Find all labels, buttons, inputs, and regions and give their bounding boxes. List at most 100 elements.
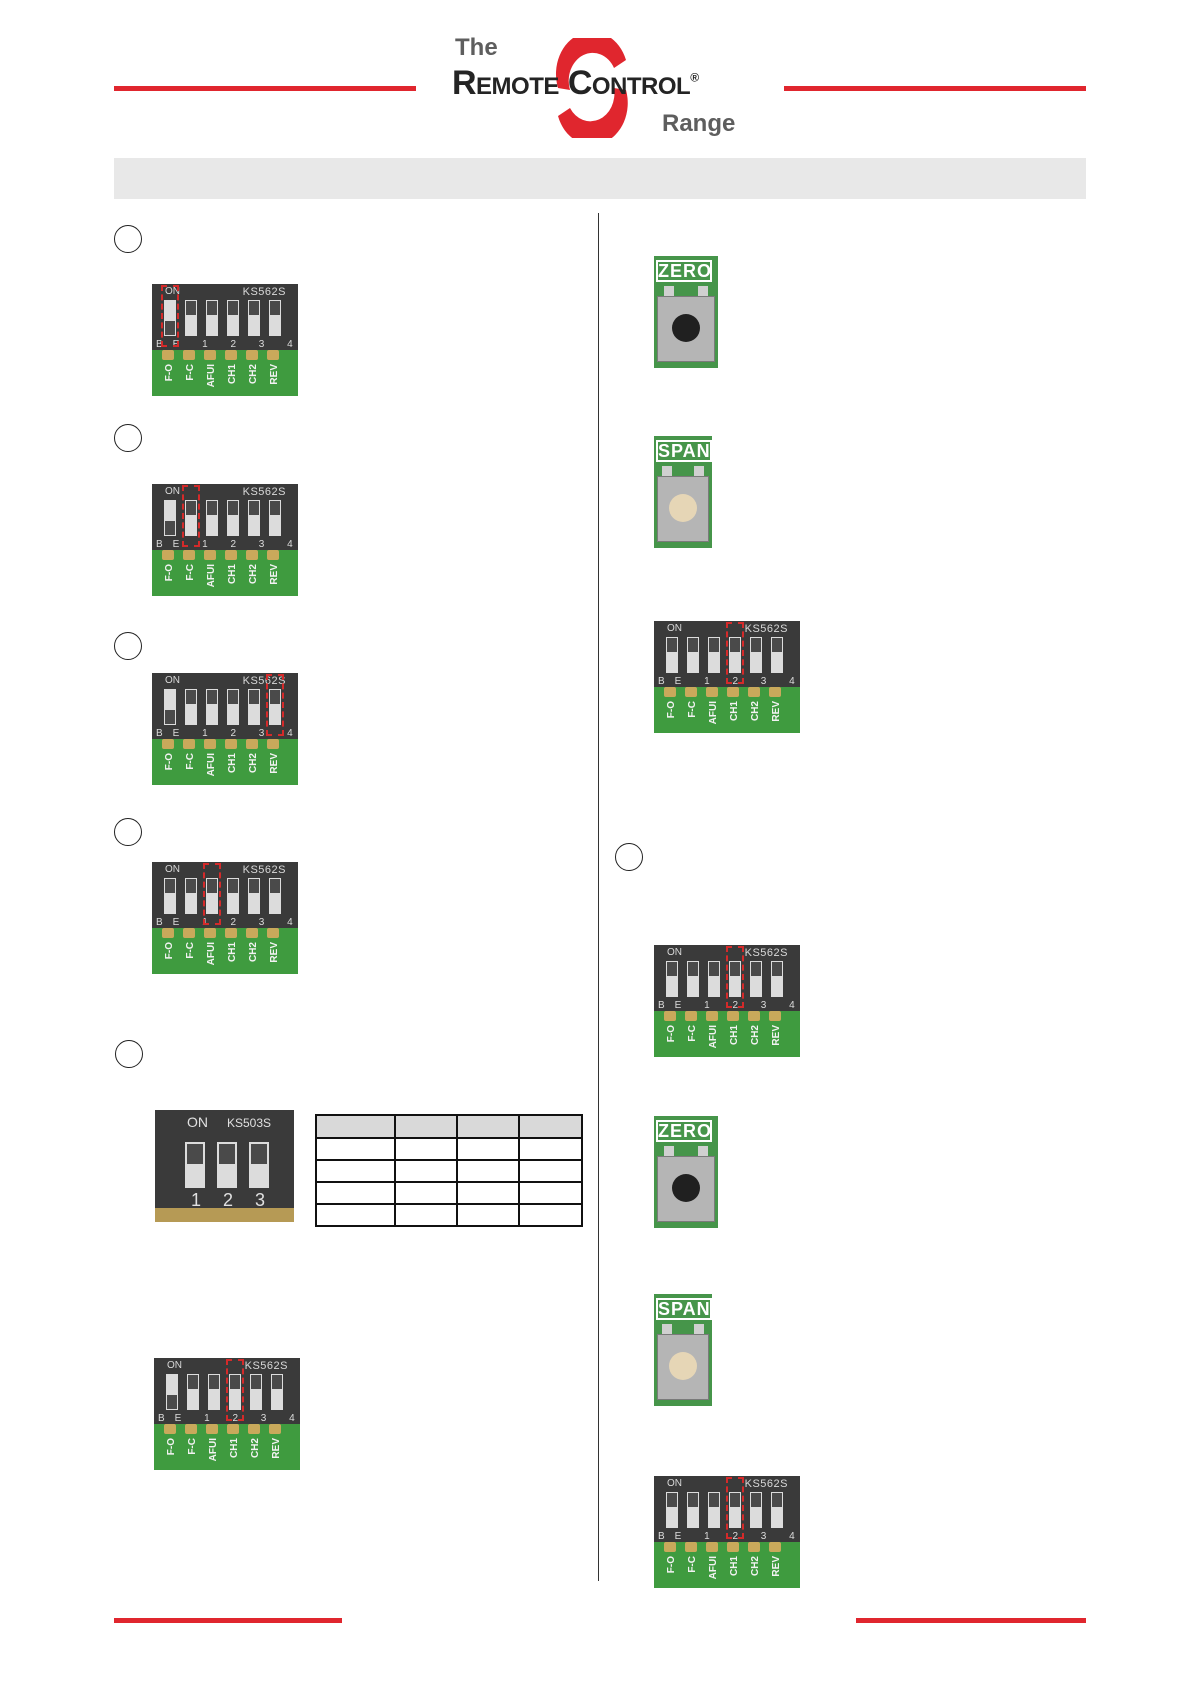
highlight-marker: [203, 863, 221, 925]
dip-lever: [666, 637, 678, 673]
dip-model-label: KS562S: [242, 864, 286, 876]
dip-pin: [685, 687, 697, 697]
dip-lever: [729, 961, 741, 997]
section-title-bar: [114, 158, 1086, 199]
dip-pin: [267, 350, 279, 360]
step-circle-1: [114, 225, 142, 253]
dip-model-label: KS562S: [744, 623, 788, 635]
dip-function-label: F-O: [666, 1025, 677, 1043]
header-rule-right: [784, 86, 1086, 91]
table-row: [315, 1137, 583, 1161]
dip-pin: [664, 1542, 676, 1552]
dip-function-label: CH2: [248, 564, 259, 585]
dip-pin: [183, 739, 195, 749]
dip-pin: [727, 1011, 739, 1021]
dip3-pins: [155, 1208, 294, 1222]
dip-lever: [164, 878, 176, 914]
dip-pin: [769, 1542, 781, 1552]
button-leg: [662, 1324, 672, 1336]
dip-pin: [685, 1542, 697, 1552]
highlight-marker: [726, 946, 744, 1008]
dip-pin: [706, 1011, 718, 1021]
dip-function-label: CH2: [750, 1025, 761, 1046]
button-cap: [672, 1174, 700, 1202]
dip-function-label: F-C: [687, 701, 698, 718]
logo-range: Range: [662, 110, 736, 137]
dip-on-label: ON: [165, 486, 180, 497]
dip-pin: [706, 687, 718, 697]
button-leg: [662, 466, 672, 478]
dip-pin: [727, 687, 739, 697]
dip-function-label: F-O: [164, 942, 175, 960]
table-row: [315, 1159, 583, 1183]
dip-function-label: REV: [269, 564, 280, 585]
dip-lever: [708, 1492, 720, 1528]
button-leg: [694, 1324, 704, 1336]
dip-model-label: KS562S: [242, 286, 286, 298]
dip-lever: [750, 637, 762, 673]
dip-function-label: AFUI: [206, 364, 217, 388]
footer-rule-right: [856, 1618, 1086, 1623]
dip3-model-label: KS503S: [227, 1116, 272, 1130]
dip-pin: [748, 687, 760, 697]
dip3-lever: [217, 1142, 237, 1188]
dip-pin: [267, 550, 279, 560]
dip-function-label: F-O: [666, 1556, 677, 1574]
dip-function-label: F-C: [687, 1556, 698, 1573]
dip-lever: [248, 300, 260, 336]
dip-lever: [708, 961, 720, 997]
dip-function-label: CH1: [729, 1025, 740, 1046]
span-button-label: SPAN: [656, 440, 712, 462]
button-leg: [664, 1146, 674, 1158]
dip-pin: [204, 739, 216, 749]
dip-pin: [204, 350, 216, 360]
dip-function-label: CH1: [729, 701, 740, 722]
dip-model-label: KS562S: [744, 1478, 788, 1490]
dip-lever: [185, 300, 197, 336]
logo-swoosh-icon: [556, 38, 628, 138]
dip-numbers: BE 1 2 3 4 5 6: [156, 917, 298, 928]
dip3-lever: [185, 1142, 205, 1188]
dip-lever: [166, 1374, 178, 1410]
dip-function-label: REV: [269, 364, 280, 385]
dip-pin: [267, 739, 279, 749]
highlight-marker: [182, 485, 200, 547]
logo-brand: Remote Control®: [452, 64, 699, 102]
dip-lever: [269, 300, 281, 336]
dip-numbers: BE 1 2 3 4 5 6: [156, 728, 298, 739]
dip-model-label: KS562S: [744, 947, 788, 959]
span-button-photo: SPAN: [654, 1294, 712, 1406]
dip-function-label: F-C: [185, 942, 196, 959]
dip-lever: [248, 689, 260, 725]
button-cap: [669, 1352, 697, 1380]
table-row: [315, 1181, 583, 1205]
dip-pin: [185, 1424, 197, 1434]
dip-pin: [246, 350, 258, 360]
dip-lever: [227, 689, 239, 725]
dip-function-label: AFUI: [208, 1438, 219, 1462]
highlight-marker: [226, 1359, 244, 1421]
dip-lever: [687, 637, 699, 673]
dip-lever: [771, 961, 783, 997]
dip-function-label: F-O: [164, 364, 175, 382]
dip-function-label: REV: [271, 1438, 282, 1459]
dip-lever: [687, 961, 699, 997]
dip-function-label: AFUI: [708, 1556, 719, 1580]
dip-pin: [246, 550, 258, 560]
dip-on-label: ON: [667, 947, 682, 958]
dip-lever: [248, 878, 260, 914]
dip-on-label: ON: [165, 864, 180, 875]
dip-function-label: REV: [269, 942, 280, 963]
dip-lever: [227, 878, 239, 914]
dip-numbers: BE 1 2 3 4 5 6: [658, 1000, 800, 1011]
dip3-number: 1: [191, 1190, 202, 1210]
dip-lever: [771, 637, 783, 673]
dip-pin: [162, 550, 174, 560]
dip-pin: [204, 550, 216, 560]
highlight-marker: [726, 622, 744, 684]
